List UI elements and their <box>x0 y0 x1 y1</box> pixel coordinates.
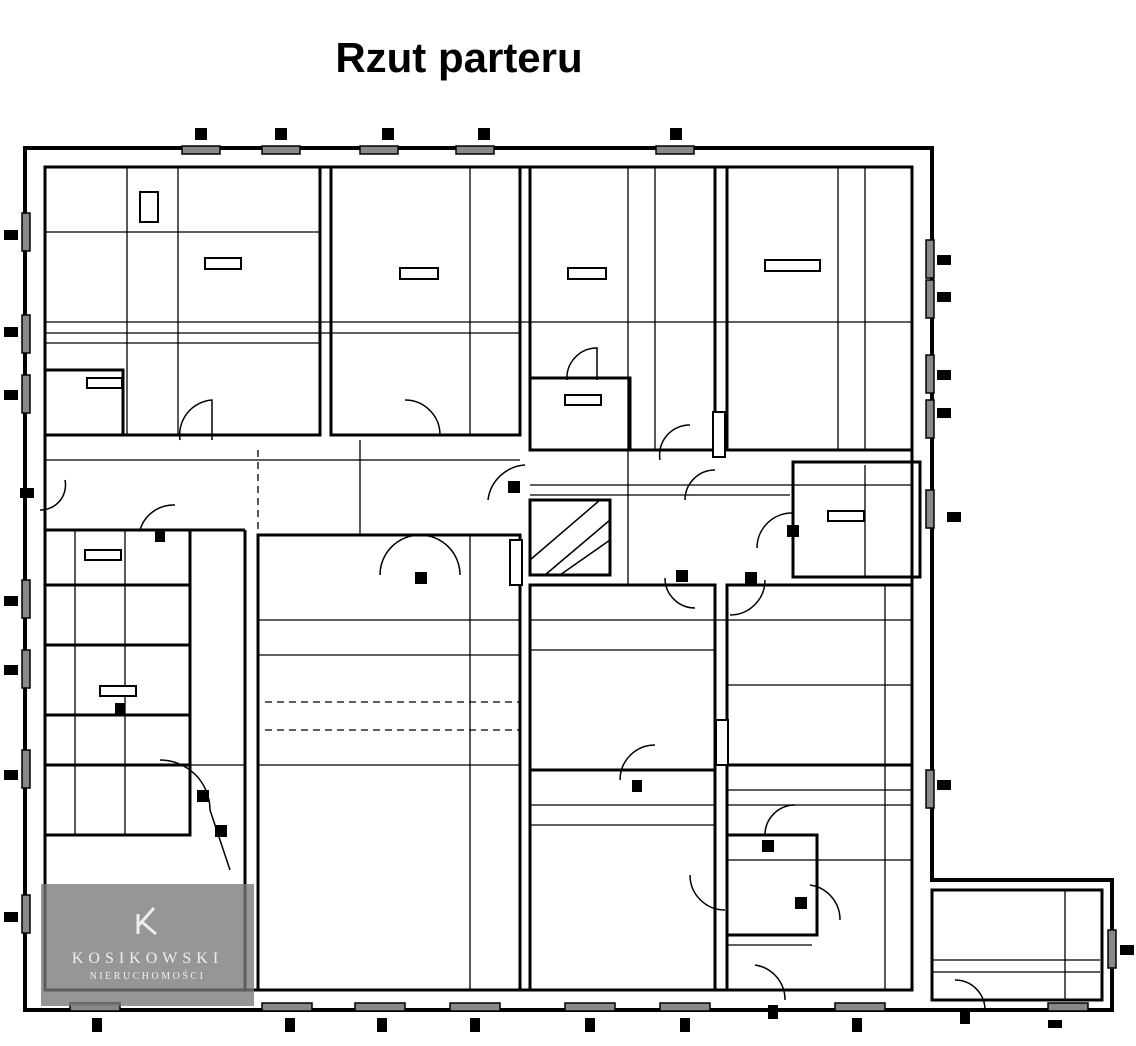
k-logo-icon <box>41 904 254 940</box>
room-small-1 <box>43 368 125 437</box>
walls <box>23 146 1114 1012</box>
outer-wall <box>23 146 1114 1012</box>
staircase <box>528 498 612 577</box>
room-2 <box>329 165 522 437</box>
dimension-lines <box>45 167 1100 1000</box>
door-swings <box>39 347 986 1011</box>
room-big <box>256 533 522 992</box>
room-l4 <box>43 763 192 837</box>
section-markers <box>4 128 1134 1032</box>
watermark-logo: KOSIKOWSKI NIERUCHOMOŚCI <box>41 884 254 1006</box>
watermark-brand: KOSIKOWSKI <box>71 950 224 967</box>
room-1 <box>43 165 322 437</box>
watermark-subtitle: NIERUCHOMOŚCI <box>89 971 206 982</box>
room-label-boxes <box>84 191 865 766</box>
annex-room <box>930 888 1104 1002</box>
dashed-lines <box>257 450 520 731</box>
room-lower-right <box>725 583 914 767</box>
room-4 <box>725 165 914 452</box>
room-small-2 <box>528 376 632 452</box>
room-lower-mid <box>528 583 717 992</box>
room-right-mid <box>791 460 922 579</box>
room-3 <box>528 165 717 452</box>
room-l2 <box>43 583 192 647</box>
plan-title: Rzut parteru <box>335 34 583 81</box>
windows <box>21 145 1117 1012</box>
inner-outer-wall <box>43 165 914 992</box>
